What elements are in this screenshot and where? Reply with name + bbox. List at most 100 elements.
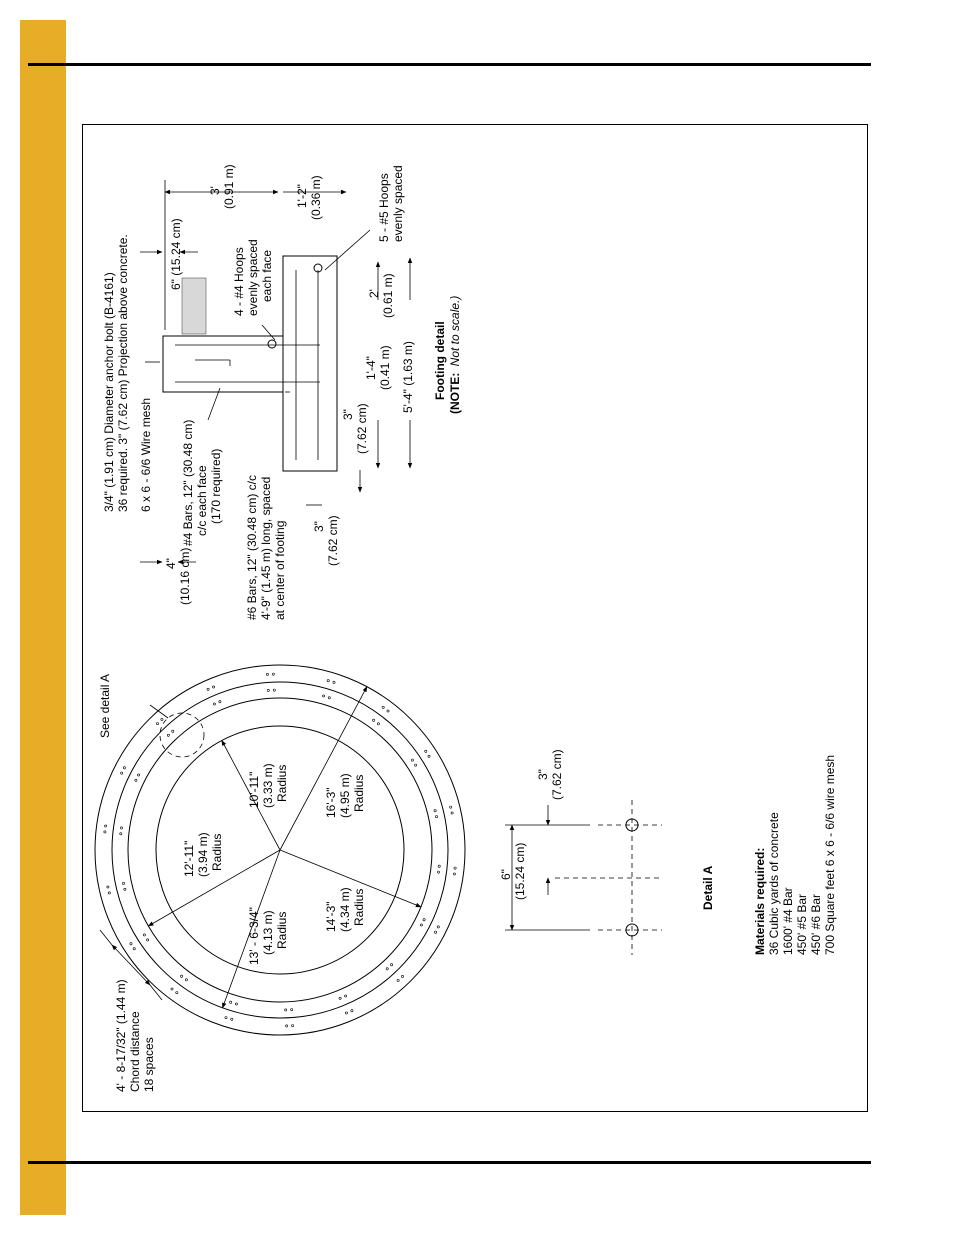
- hoops4-line-3: each face: [260, 250, 274, 302]
- chord-line-2: Chord distance: [128, 1011, 142, 1092]
- dim-1ft2-line-2: (0.36 m): [309, 175, 323, 220]
- dim-3ft-line-2: (0.91 m): [222, 164, 236, 209]
- anchor-line-2: 36 required. 3" (7.62 cm) Projection abo…: [116, 234, 130, 512]
- material-item: 450' #5 Bar: [795, 894, 809, 955]
- anchor-bolt-mark: [372, 718, 380, 726]
- r5-line-3: Radius: [352, 775, 366, 812]
- anchor-bolt-mark: [103, 824, 108, 834]
- anchor-bolt-mark: [156, 718, 164, 726]
- radius-line-1: [221, 740, 281, 851]
- outer-ring-circle: [94, 664, 466, 1036]
- dim-5ft4-label: 5'-4" (1.63 m): [401, 341, 415, 413]
- dim-3in-a-line-2: (7.62 cm): [326, 515, 340, 566]
- hoops4-label: 4 - #4 Hoops evenly spaced each face: [232, 239, 274, 316]
- note-bold: (NOTE:: [448, 373, 462, 414]
- anchor-bolt-mark: [122, 882, 127, 891]
- dim-1ft2-label: 1'-2" (0.36 m): [295, 175, 323, 220]
- r3-line-1: 13' - 6-3/4": [247, 907, 261, 965]
- dim-4in-label: 4" (10.16 cm): [164, 548, 192, 605]
- anchor-bolt-label: 3/4" (1.91 cm) Diameter anchor bolt (B-4…: [102, 234, 130, 512]
- anchor-bolt-mark: [452, 866, 457, 876]
- dim-2ft-label: 2' (0.61 m): [367, 273, 395, 318]
- detail-a: 6" (15.24 cm) 3" (7.62 cm) Detail A: [499, 749, 715, 955]
- radius-label-4: 14'-3" (4.34 m) Radius: [324, 887, 366, 932]
- footing-detail: 3/4" (1.91 cm) Diameter anchor bolt (B-4…: [102, 164, 462, 620]
- bolt-hole-2: [625, 923, 639, 937]
- plan-view: See detail A 4' - 8-17/32" (1.44 m) Chor…: [94, 664, 466, 1092]
- detail-a-6in-label: 6" (15.24 cm): [499, 843, 527, 900]
- anchor-bolt-mark: [229, 1000, 238, 1006]
- chord-tick-1: [99, 929, 113, 946]
- anchor-bolt-mark: [285, 1024, 295, 1028]
- anchor-bolt-mark: [129, 942, 136, 951]
- footing-title-block: Footing detail (NOTE: Not to scale.): [433, 296, 462, 414]
- anchor-bolt-mark: [326, 679, 336, 684]
- hoops5-line-2: evenly spaced: [391, 165, 405, 242]
- radius-line-5: [279, 686, 368, 851]
- dim-6in-label: 6" (15.24 cm): [169, 218, 183, 290]
- anchor-bolt-mark: [170, 987, 179, 995]
- material-item: 450' #6 Bar: [809, 894, 823, 955]
- r1-line-1: 10'-11": [247, 772, 261, 808]
- dim-3in-b-line-2: (7.62 cm): [355, 403, 369, 454]
- anchor-bolt-mark: [166, 729, 175, 737]
- hoop-5-circle: [313, 263, 323, 273]
- anchor-bolt-mark: [381, 706, 390, 713]
- wall-section: [162, 335, 284, 393]
- anchor-bolt-mark: [142, 933, 150, 942]
- material-item: 1600' #4 Bar: [781, 887, 795, 955]
- anchor-bolt-mark: [419, 918, 426, 927]
- r2-line-1: 12'-11": [182, 841, 196, 877]
- detail-a-leader: [149, 704, 169, 719]
- radius-line-2: [147, 849, 281, 927]
- footing-title: Footing detail: [433, 321, 447, 400]
- material-item: 36 Cubic yards of concrete: [767, 812, 781, 955]
- r5-line-1: 16'-3": [324, 787, 338, 818]
- anchor-bolt-mark: [212, 700, 222, 706]
- anchor-bolt-mark: [433, 809, 438, 819]
- radius-line-4: [222, 849, 281, 1009]
- r1-line-3: Radius: [275, 765, 289, 802]
- r4-line-3: Radius: [352, 889, 366, 926]
- dim-4in-line-1: 4": [164, 558, 178, 569]
- anchor-bolt-mark: [119, 826, 123, 836]
- dim-3ft-label: 3' (0.91 m): [208, 164, 236, 209]
- anchor-bolt-mark: [396, 975, 404, 982]
- dim-2ft-line-2: (0.61 m): [381, 273, 395, 318]
- dim-1ft2-line-1: 1'-2": [295, 184, 309, 208]
- inner-circle: [155, 725, 405, 975]
- dim-3in-b-line-1: 3": [341, 409, 355, 420]
- dim-1ft4-label: 1'-4" (0.41 m): [364, 345, 392, 390]
- radius-line-3: [279, 849, 422, 908]
- bolt-hole-1: [625, 818, 639, 832]
- radius-label-3: 13' - 6-3/4" (4.13 m) Radius: [247, 907, 289, 965]
- dim-1ft4-line-1: 1'-4": [364, 356, 378, 380]
- materials-title: Materials required:: [753, 848, 767, 955]
- dim-3ft-line-1: 3': [208, 186, 222, 195]
- dim-4in-line-2: (10.16 cm): [178, 548, 192, 605]
- anchor-bolt-mark: [106, 885, 111, 895]
- materials-list: Materials required: 36 Cubic yards of co…: [753, 755, 837, 955]
- anchor-bolt-mark: [224, 1016, 234, 1021]
- detail-a-3in-label: 3" (7.62 cm): [536, 749, 564, 800]
- r4-line-1: 14'-3": [324, 901, 338, 932]
- header-rule: [28, 63, 871, 66]
- anchor-bolt-mark: [338, 994, 348, 1000]
- bars6-line-1: #6 Bars, 12" (30.48 cm) c/c: [245, 475, 259, 620]
- r3-line-2: (4.13 m): [261, 910, 275, 955]
- r1-line-2: (3.33 m): [261, 763, 275, 808]
- dim-3in-a-label: 3" (7.62 cm): [312, 515, 340, 566]
- drawing-frame: [82, 124, 868, 1112]
- chord-line-1: 4' - 8-17/32" (1.44 m): [114, 979, 128, 1092]
- anchor-bolt-mark: [385, 963, 394, 971]
- ring-circle-3: [127, 697, 433, 1003]
- detail-a-callout-circle: [159, 712, 205, 758]
- r2-line-2: (3.94 m): [196, 832, 210, 877]
- hoops5-label: 5 - #5 Hoops evenly spaced: [377, 165, 405, 242]
- r3-line-3: Radius: [275, 912, 289, 949]
- anchor-bolt-mark: [120, 766, 126, 775]
- bars6-label: #6 Bars, 12" (30.48 cm) c/c 4'-9" (1.45 …: [245, 475, 287, 620]
- r4-line-2: (4.34 m): [338, 887, 352, 932]
- hoops4-line-1: 4 - #4 Hoops: [232, 247, 246, 316]
